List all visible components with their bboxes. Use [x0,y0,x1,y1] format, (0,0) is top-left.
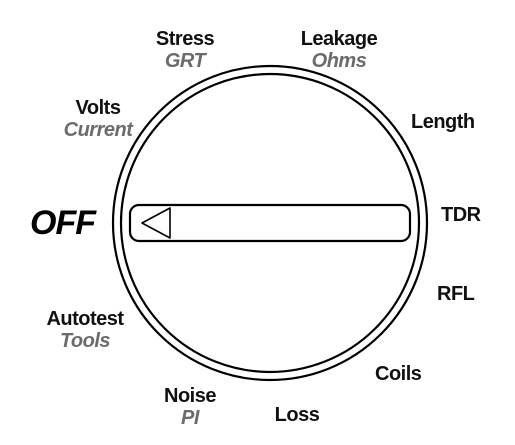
position-stress-sub: GRT [164,50,206,72]
position-stress[interactable]: Stress GRT [155,28,215,72]
position-volts[interactable]: Volts Current [64,98,133,140]
position-leakage[interactable]: Leakage Ohms [301,29,378,71]
dial-outer-ring [111,64,429,382]
position-loss[interactable]: Loss [275,405,320,425]
position-tdr[interactable]: TDR [441,205,481,225]
position-volts-sub: Current [63,119,133,141]
position-length[interactable]: Length [411,112,475,132]
position-rfl-main: RFL [437,283,475,305]
position-autotest[interactable]: Autotest Tools [46,308,124,352]
position-tdr-main: TDR [441,204,481,226]
left-triangle-pointer-icon [141,207,171,239]
position-coils[interactable]: Coils [375,363,422,385]
position-noise[interactable]: Noise PI [164,386,216,428]
position-leakage-main: Leakage [300,28,378,50]
position-stress-main: Stress [155,28,215,50]
position-noise-main: Noise [164,385,216,407]
position-coils-main: Coils [375,363,422,385]
position-noise-sub: PI [181,407,199,429]
position-rfl[interactable]: RFL [437,283,475,305]
position-leakage-sub: Ohms [311,50,367,72]
position-length-main: Length [411,111,475,133]
position-autotest-main: Autotest [46,308,124,330]
dial-inner-ring [119,72,421,374]
dial-knob[interactable] [128,203,412,243]
off-position-label[interactable]: OFF [30,204,96,242]
position-loss-main: Loss [274,404,320,426]
knob-bar[interactable] [128,203,412,243]
position-autotest-sub: Tools [59,330,111,352]
position-volts-main: Volts [75,97,121,119]
